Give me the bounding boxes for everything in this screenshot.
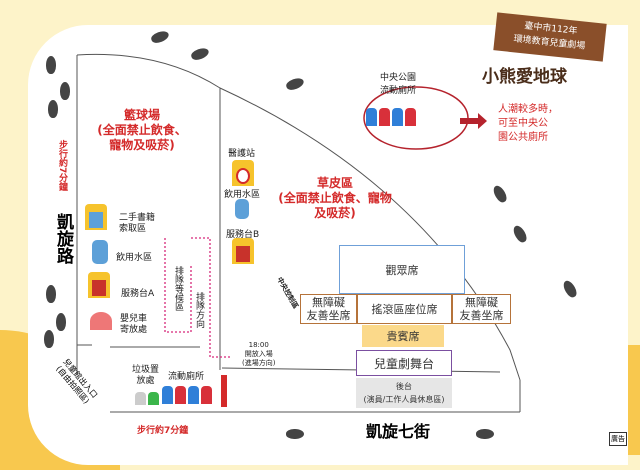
backstage-label: 後台	[396, 382, 412, 391]
accessible-seating-left: 無障礙 友善坐席	[300, 294, 357, 324]
service-tent-icon	[232, 238, 254, 264]
ad-badge: 廣告	[609, 432, 627, 446]
service-b-label: 服務台B	[226, 230, 260, 240]
park-toilets-label: 中央公園 流動廁所	[380, 73, 417, 96]
open-label: 開放入場	[244, 350, 273, 358]
accessible-seating-right: 無障礙 友善坐席	[452, 294, 511, 324]
road-kaixuan-7th: 凱旋七街	[366, 422, 431, 441]
audience-seating: 觀眾席	[339, 245, 465, 294]
water-area-label: 飲用水區	[224, 190, 261, 200]
entrance-info: 18:00 開放入場 (進場方向)	[242, 341, 275, 368]
basketball-zone-label: 籃球場 (全面禁止飲食、 寵物及吸菸)	[92, 108, 192, 153]
medical-tent-icon	[232, 160, 254, 186]
backstage: 後台 (演員/工作人員休息區)	[356, 378, 452, 408]
footprint-icon	[46, 56, 56, 74]
service-a-label: 服務台A	[121, 289, 155, 299]
zone-note: 寵物及吸菸)	[109, 138, 175, 152]
stroller-icon	[90, 312, 112, 330]
queue-area-label: 排隊等候區	[173, 266, 183, 311]
logo: 小熊愛地球	[482, 67, 567, 87]
vip-seating: 貴賓席	[362, 325, 444, 347]
footprint-icon	[44, 330, 54, 348]
map-area	[28, 25, 628, 465]
footprint-icon	[48, 100, 58, 118]
zone-note: 及吸菸)	[314, 206, 356, 220]
used-books-label: 二手書籍 索取區	[119, 213, 156, 234]
footprint-icon	[56, 313, 66, 331]
mobile-toilets-label: 流動廁所	[168, 372, 205, 382]
zone-note: (全面禁止飲食、	[97, 123, 187, 137]
stroller-label: 嬰兒車 寄放處	[120, 314, 148, 335]
footprint-icon	[476, 429, 494, 439]
zone-name: 草皮區	[316, 176, 353, 190]
water-area-label: 飲用水區	[116, 253, 153, 263]
book-tent-icon	[85, 204, 107, 230]
map-lines	[76, 53, 521, 413]
barrier-icon	[221, 375, 227, 407]
water-bottle-icon	[235, 199, 249, 219]
kids-theater-stage: 兒童劇舞台	[356, 350, 452, 376]
trash-label: 垃圾置 放處	[132, 365, 160, 386]
park-toilets-icon	[366, 108, 418, 130]
footprint-icon	[60, 82, 70, 100]
service-tent-icon	[88, 272, 110, 298]
zone-name: 籃球場	[123, 108, 160, 122]
water-bottle-icon	[92, 240, 108, 264]
trash-bins-icon	[135, 390, 161, 409]
mobile-toilets-icon	[162, 386, 214, 408]
open-time: 18:00	[248, 341, 269, 349]
walk-time-bottom: 步行約7分鐘	[137, 426, 189, 436]
medical-label: 醫護站	[228, 149, 256, 159]
lawn-zone-label: 草皮區 (全面禁止飲食、寵物 及吸菸)	[270, 176, 400, 221]
backstage-note: (演員/工作人員休息區)	[363, 395, 445, 404]
park-toilet-note: 人潮較多時， 可至中央公 園公共廁所	[498, 104, 558, 143]
footprint-icon	[286, 429, 304, 439]
queue-direction-label: 排隊方向	[194, 292, 204, 328]
zone-note: (全面禁止飲食、寵物	[278, 191, 392, 205]
road-kaixuan: 凱旋路	[53, 213, 73, 264]
rock-seating: 搖滾區座位席	[357, 294, 452, 324]
walk-time-left: 步行約7分鐘	[57, 140, 67, 192]
footprint-icon	[46, 285, 56, 303]
entry-direction: (進場方向)	[242, 359, 276, 367]
